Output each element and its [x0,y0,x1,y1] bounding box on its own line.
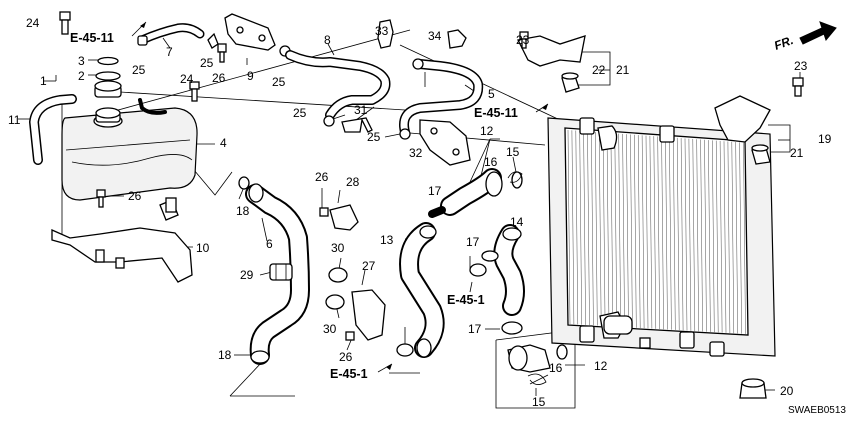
part-callout-21: 21 [790,146,804,160]
part-callout-26: 26 [128,189,142,203]
part-callout-18: 18 [236,204,250,218]
front-label: FR. [772,33,795,53]
part-callout-16: 16 [484,155,498,169]
part-callout-17: 17 [428,184,442,198]
lower-fitting [507,315,633,385]
section-ref-e-45-11-top[interactable]: E-45-11 [70,31,114,45]
part-callout-26: 26 [315,170,329,184]
part-callout-23: 23 [794,59,808,73]
clips [341,19,467,133]
section-ref-e-45-1-bottom[interactable]: E-45-1 [330,367,368,381]
hose-13 [396,222,445,358]
part-callout-25: 25 [293,106,307,120]
part-callout-19: 19 [818,132,832,146]
radiator [517,31,804,399]
part-callout-3: 3 [78,54,85,68]
part-callout-22: 22 [592,63,606,77]
flange-32 [419,119,471,166]
part-callout-33: 33 [375,24,389,38]
hose-5 [399,58,484,140]
part-callout-15: 15 [506,145,520,159]
radiator-fins [567,129,746,334]
front-arrow-icon [799,21,837,45]
part-callout-2: 2 [78,69,85,83]
upper-radiator-hose [428,168,523,218]
part-callout-24: 24 [180,72,194,86]
part-callout-12: 12 [594,359,608,373]
part-callout-8: 8 [324,33,331,47]
reserve-tank [51,11,200,283]
part-callout-13: 13 [380,233,394,247]
part-callout-7: 7 [166,45,173,59]
hose-6 [238,176,310,365]
part-callout-27: 27 [362,259,376,273]
part-callout-24: 24 [26,16,40,30]
part-callout-18: 18 [218,348,232,362]
part-callout-1: 1 [40,74,47,88]
part-callout-20: 20 [780,384,794,398]
mid-brackets [319,204,386,341]
part-callout-32: 32 [409,146,423,160]
part-callout-31: 31 [354,103,368,117]
part-callout-9: 9 [247,69,254,83]
section-ref-e-45-11-mid[interactable]: E-45-11 [474,106,518,120]
part-callout-17: 17 [466,235,480,249]
part-callout-25: 25 [200,56,214,70]
hose-14 [469,224,525,335]
part-callout-26: 26 [212,71,226,85]
part-callout-17: 17 [468,322,482,336]
upper-bracket-hose [207,13,391,127]
part-callout-4: 4 [220,136,227,150]
part-callout-15: 15 [532,395,546,409]
part-callout-12: 12 [480,124,494,138]
part-callout-14: 14 [510,215,524,229]
overflow-hoses [29,23,205,165]
part-callout-6: 6 [266,237,273,251]
part-callout-10: 10 [196,241,210,255]
part-callout-34: 34 [428,29,442,43]
part-callout-30: 30 [331,241,345,255]
part-callout-16: 16 [549,361,563,375]
section-references: E-45-11 E-45-11 E-45-1 E-45-1 [70,21,549,381]
section-ref-e-45-1-mid[interactable]: E-45-1 [447,293,485,307]
diagram-code: SWAEB0513 [788,405,846,416]
part-callout-25: 25 [132,63,146,77]
part-callout-30: 30 [323,322,337,336]
part-callout-28: 28 [346,175,360,189]
front-direction-indicator: FR. [772,21,837,53]
part-callout-11: 11 [8,113,21,127]
part-callout-25: 25 [272,75,286,89]
part-callout-29: 29 [240,268,254,282]
part-callout-21: 21 [616,63,630,77]
part-callout-5: 5 [488,87,495,101]
part-callout-26: 26 [339,350,353,364]
part-callout-23: 23 [516,33,530,47]
part-callout-25: 25 [367,130,381,144]
